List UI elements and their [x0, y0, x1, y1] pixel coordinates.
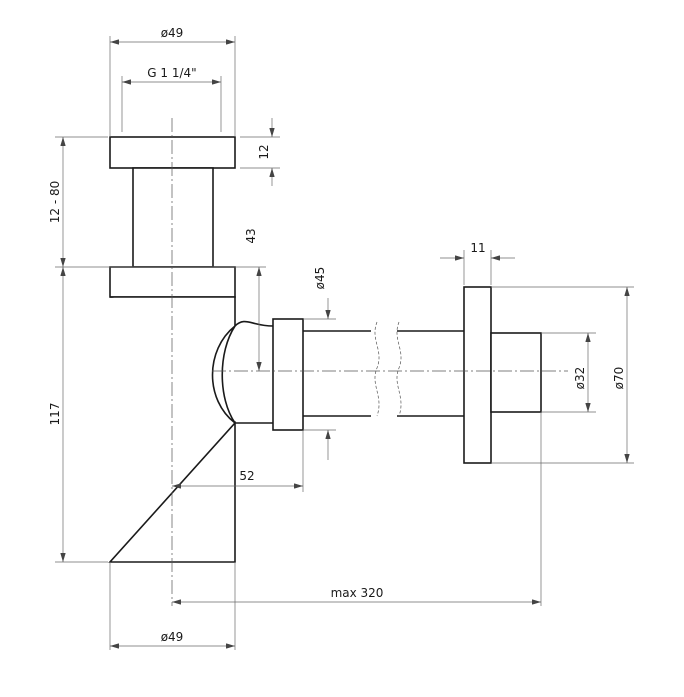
pipe-break-lines	[374, 321, 402, 417]
label-top-diameter: ø49	[161, 26, 184, 40]
label-rosette-thickness: 11	[470, 241, 485, 255]
label-adjust-range: 12 - 80	[48, 181, 62, 224]
label-nut-height: 12	[257, 144, 271, 159]
label-pipe-diameter: ø32	[573, 367, 587, 390]
siphon-body	[108, 296, 236, 563]
label-max-length: max 320	[331, 586, 384, 600]
label-outlet-offset: 52	[239, 469, 254, 483]
label-rosette-diameter: ø70	[612, 367, 626, 390]
wall-pipe-end	[490, 332, 542, 413]
label-bottom-diameter: ø49	[161, 630, 184, 644]
label-thread: G 1 1/4"	[147, 66, 196, 80]
siphon-parts	[108, 136, 542, 563]
label-body-height: 117	[48, 403, 62, 426]
outlet-nut	[272, 318, 304, 431]
dimension-lines	[60, 39, 630, 649]
label-nut-diameter: ø45	[313, 267, 327, 290]
telescopic-tube	[132, 167, 214, 268]
label-outlet-height: 43	[244, 228, 258, 243]
outlet-elbow	[211, 320, 274, 424]
top-nut	[109, 136, 236, 169]
outlet-pipe-left	[303, 330, 371, 417]
wall-rosette	[463, 286, 492, 464]
center-lines	[171, 118, 568, 606]
outlet-pipe-right	[397, 330, 464, 417]
body-collar	[109, 266, 236, 298]
dimension-labels: ø49 G 1 1/4" 12 12 - 80 117 43 ø45 11 ø3…	[48, 26, 626, 644]
